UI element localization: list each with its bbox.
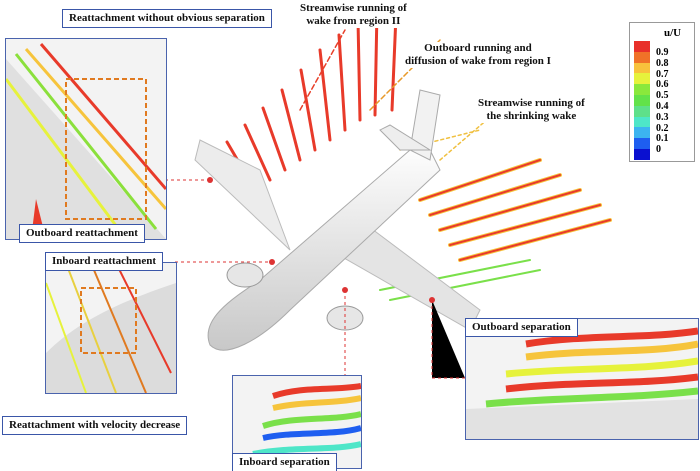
label-reattachment-velocity-decrease: Reattachment with velocity decrease [2,416,188,435]
label-line: diffusion of wake from region I [405,55,551,67]
legend-tick: 0.8 [656,57,669,69]
label-reattachment-no-separation: Reattachment without obvious separation [62,9,272,28]
legend-title: u/U [664,27,682,39]
legend-tick: 0.3 [656,111,669,123]
legend-swatch [634,62,650,74]
legend-swatch [634,51,650,63]
marker-dots [207,177,435,303]
legend-swatch [634,116,650,128]
legend-tick: 0.6 [656,79,669,91]
label-outboard-separation: Outboard separation [465,318,578,337]
inset-inboard-reattachment [45,262,177,394]
inset-outboard-separation [465,318,699,440]
engine-left [226,262,264,288]
legend-swatch [634,95,650,106]
legend-swatch [634,84,650,96]
legend-tick: 0.5 [656,90,669,102]
label-line: the shrinking wake [486,110,577,122]
label-streamwise-wake-region-ii: Streamwise running of wake from region I… [300,2,407,28]
label-line: Streamwise running of [300,2,407,14]
left-wing [194,139,291,251]
legend-tick: 0.4 [656,101,669,112]
leader-lines [165,179,465,379]
label-inboard-separation: Inboard separation [232,453,337,471]
label-outboard-reattachment: Outboard reattachment [19,224,145,243]
engine-right [326,305,364,331]
legend-tick: 0.9 [656,47,669,58]
horizontal-tail [379,124,432,151]
label-line: Streamwise running of [478,97,585,109]
legend-tick: 0 [656,144,661,156]
label-outboard-diffusion-region-i: Outboard running and diffusion of wake f… [405,42,551,68]
legend-swatch [634,105,650,117]
legend-swatch [634,138,650,150]
legend-swatch [634,41,650,52]
inset-outboard-reattachment [5,38,167,240]
legend-swatch [634,127,650,139]
label-shrinking-wake: Streamwise running of the shrinking wake [478,97,585,123]
legend-swatch [634,73,650,85]
label-line: wake from region II [306,15,401,27]
label-inboard-reattachment: Inboard reattachment [45,252,163,271]
legend-swatch [634,149,650,160]
legend-tick: 0.2 [656,122,669,134]
legend-tick: 0.7 [656,68,669,80]
label-line: Outboard running and [424,42,532,54]
legend-tick: 0.1 [656,133,669,145]
